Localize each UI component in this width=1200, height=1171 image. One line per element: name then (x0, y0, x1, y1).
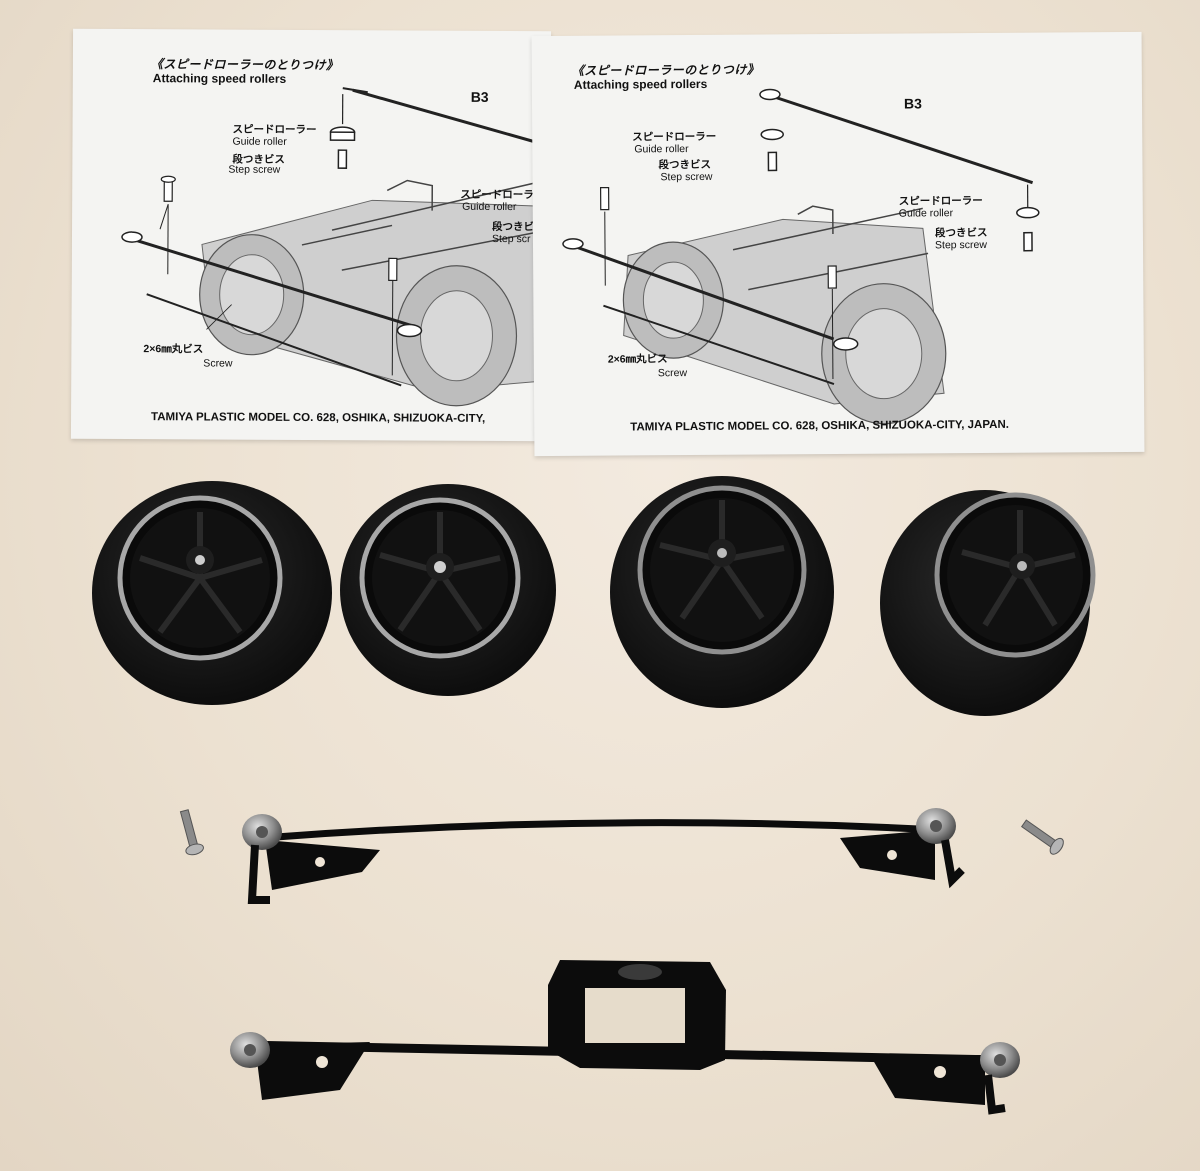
sponge-wheel (340, 484, 556, 696)
instruction-sheet-left: 《スピードローラーのとりつけ》 Attaching speed rollers … (70, 28, 552, 442)
sponge-wheel (610, 476, 834, 708)
screw-left (179, 809, 204, 856)
instruction-sheet-right: 《スピードローラーのとりつけ》 Attaching speed rollers … (531, 31, 1145, 457)
assembly-diagram-right (562, 88, 1040, 425)
sponge-wheel (880, 490, 1096, 716)
roller-stay-rear (230, 960, 1020, 1115)
assembly-diagram-left (121, 87, 551, 407)
roller-stay-front (242, 808, 965, 904)
sponge-wheel (92, 481, 332, 705)
screw-right (1020, 819, 1064, 855)
